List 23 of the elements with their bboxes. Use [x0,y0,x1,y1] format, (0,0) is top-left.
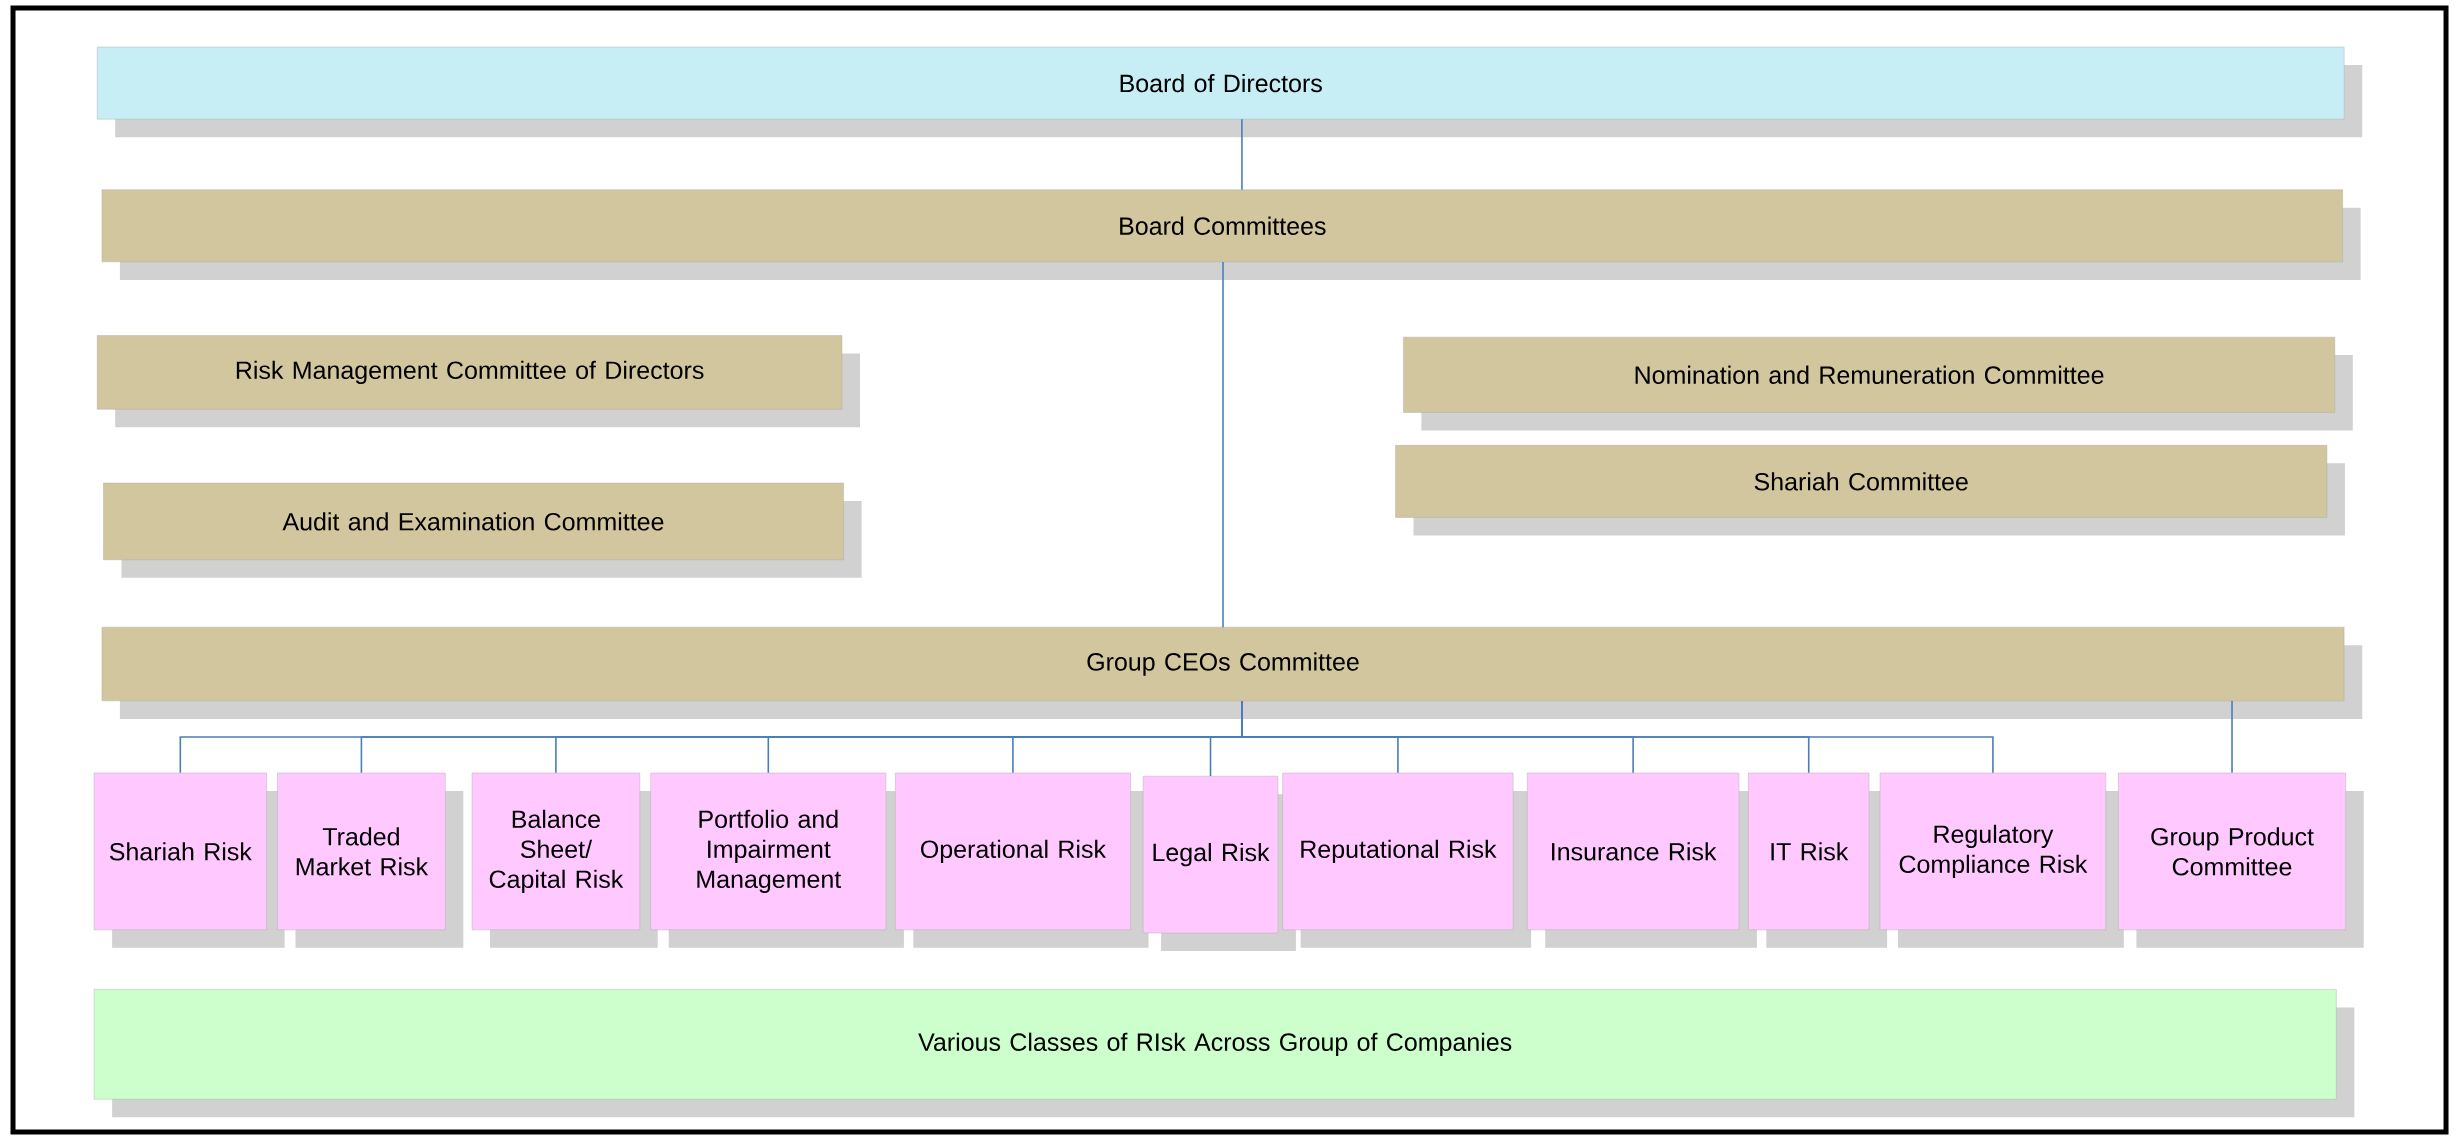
risk-box: Insurance Risk [1527,772,1757,948]
committee-bar: Board Committees [101,189,2361,280]
risk-box: IT Risk [1748,772,1888,948]
risk-box: Balance Sheet/ Capital Risk [471,772,658,948]
risk-box: Regulatory Compliance Risk [1879,772,2124,948]
committee-box: Group Product Committee [2118,772,2364,948]
connector-line [1241,118,1243,191]
risk-box: Traded Market Risk [277,772,464,948]
committee-bar: Shariah Committee [1395,445,2345,536]
risk-box: Reputational Risk [1282,772,1532,948]
risk-box: Shariah Risk [93,772,285,948]
connector-line [1222,261,1224,628]
risk-box: Portfolio and Impairment Management [650,772,904,948]
connector-line [2231,700,2233,774]
board-box: Board of Directors [97,46,2363,138]
risk-box: Operational Risk [895,772,1149,948]
committee-bar: Group CEOs Committee [101,626,2363,719]
committee-bar: Audit and Examination Committee [103,482,862,578]
risk-box: Legal Risk [1142,776,1296,951]
connector-line [1241,700,1994,774]
committee-bar: Risk Management Committee of Directors [97,335,860,428]
banner-box: Various Classes of RIsk Across Group of Companies [93,989,2355,1118]
committee-bar: Nomination and Remuneration Committee [1403,336,2353,431]
